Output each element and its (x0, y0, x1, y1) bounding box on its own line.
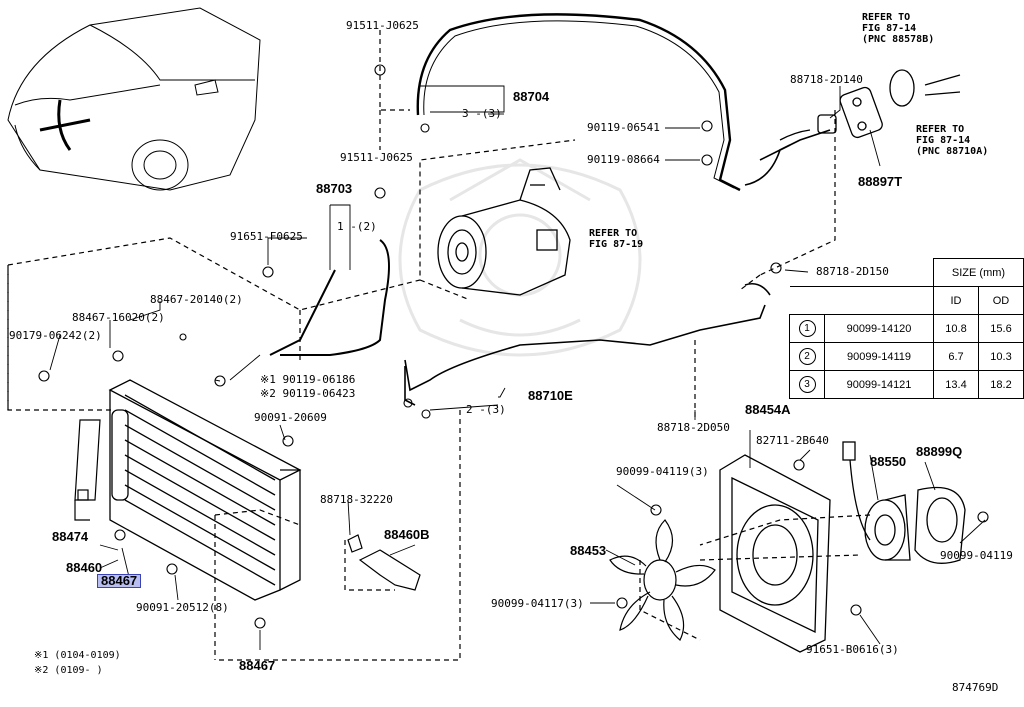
part-88704[interactable]: 88704 (513, 89, 550, 104)
part-88467-20140[interactable]: 88467-20140(2) (150, 293, 243, 306)
part-90119-06423[interactable]: ※2 90119-06423 (260, 387, 356, 400)
row-id: 10.8 (933, 314, 979, 343)
part-88703-ref: 1 -(2) (337, 220, 377, 233)
col-od: OD (978, 286, 1024, 315)
part-88718-2d140[interactable]: 88718-2D140 (790, 73, 863, 86)
boundary-dashes (7, 30, 871, 661)
ref-a-line3: (PNC 88578B) (862, 34, 935, 45)
part-90091-20512[interactable]: 90091-20512(8) (136, 601, 229, 614)
vehicle-illustration (7, 7, 261, 191)
bolts (38, 64, 989, 629)
note-2: ※2 (0109- ) (34, 665, 103, 676)
ref-b-line2: FIG 87-14 (916, 135, 971, 146)
refer-fig-87-19[interactable]: REFER TO FIG 87-19 (589, 228, 643, 250)
part-88460[interactable]: 88460 (66, 560, 103, 575)
suction-hose (269, 239, 390, 356)
part-90119-08664[interactable]: 90119-08664 (587, 153, 660, 166)
part-88899q[interactable]: 88899Q (916, 444, 963, 459)
part-88550[interactable]: 88550 (870, 454, 907, 469)
part-90099-04117[interactable]: 90099-04117(3) (491, 597, 584, 610)
bracket-88460b (347, 534, 421, 591)
row-od: 10.3 (978, 342, 1024, 371)
row-id: 13.4 (933, 370, 979, 399)
table-row: 3 90099-14121 13.4 18.2 (789, 370, 1024, 399)
row-od: 15.6 (978, 314, 1024, 343)
part-88718-2d050[interactable]: 88718-2D050 (657, 421, 730, 434)
part-88467-16020[interactable]: 88467-16020(2) (72, 311, 165, 324)
part-90099-04119[interactable]: 90099-04119 (940, 549, 1013, 562)
compressor (437, 167, 571, 296)
table-row: 2 90099-14119 6.7 10.3 (789, 342, 1024, 371)
part-91511-j0625-top[interactable]: 91511-J0625 (346, 19, 419, 32)
col-id: ID (933, 286, 979, 315)
discharge-hose (416, 13, 741, 192)
refer-fig-87-14-a[interactable]: REFER TO FIG 87-14 (PNC 88578B) (862, 12, 934, 45)
row-part[interactable]: 90099-14119 (824, 342, 934, 371)
refer-fig-87-14-b[interactable]: REFER TO FIG 87-14 (PNC 88710A) (916, 124, 988, 157)
part-90099-04119-3[interactable]: 90099-04119(3) (616, 465, 709, 478)
part-88703[interactable]: 88703 (316, 181, 353, 196)
table-row: 1 90099-14120 10.8 15.6 (789, 314, 1024, 343)
ref-c-line2: FIG 87-19 (589, 239, 644, 250)
watermark-emblem (398, 158, 642, 357)
part-88467-bottom[interactable]: 88467 (239, 658, 276, 673)
part-88897t[interactable]: 88897T (858, 174, 903, 189)
row-mark: 1 (798, 320, 816, 337)
part-91651-f0625[interactable]: 91651-F0625 (230, 230, 303, 243)
ref-c-line1: REFER TO (589, 228, 638, 239)
ref-a-line2: FIG 87-14 (862, 23, 917, 34)
liquid-tube (404, 129, 831, 406)
row-od: 18.2 (978, 370, 1024, 399)
row-part[interactable]: 90099-14121 (824, 370, 934, 399)
size-table-header: SIZE (mm) (789, 258, 1024, 287)
part-91651-b0616[interactable]: 91651-B0616(3) (806, 643, 899, 656)
part-90119-06186[interactable]: ※1 90119-06186 (260, 373, 356, 386)
fan-motor (842, 441, 911, 561)
note-1: ※1 (0104-0109) (34, 650, 121, 661)
part-88453[interactable]: 88453 (570, 543, 607, 558)
part-90179-06242[interactable]: 90179-06242(2) (9, 329, 102, 342)
motor-plate (914, 486, 966, 564)
fan-blades (609, 519, 716, 641)
condenser (108, 379, 302, 601)
part-88718-32220[interactable]: 88718-32220 (320, 493, 393, 506)
part-91511-j0625-mid[interactable]: 91511-J0625 (340, 151, 413, 164)
part-88454a[interactable]: 88454A (745, 402, 791, 417)
size-table: SIZE (mm) ID OD 1 90099-14120 10.8 15.6 … (789, 258, 1024, 399)
row-mark: 3 (798, 376, 816, 393)
row-part[interactable]: 90099-14120 (824, 314, 934, 343)
row-id: 6.7 (933, 342, 979, 371)
receiver-bracket (74, 419, 101, 521)
part-90119-06541[interactable]: 90119-06541 (587, 121, 660, 134)
part-88474[interactable]: 88474 (52, 529, 89, 544)
row-mark: 2 (798, 348, 816, 365)
size-table-title: SIZE (mm) (933, 258, 1024, 287)
fan-shroud (719, 454, 831, 653)
part-88710e[interactable]: 88710E (528, 388, 573, 403)
figure-id: 874769D (952, 681, 999, 694)
ref-b-line1: REFER TO (916, 124, 965, 135)
size-table-colheads: ID OD (789, 286, 1024, 315)
part-90091-20609[interactable]: 90091-20609 (254, 411, 327, 424)
ref-a-line1: REFER TO (862, 12, 911, 23)
ref-b-line3: (PNC 88710A) (916, 146, 989, 157)
part-82711-2b640[interactable]: 82711-2B640 (756, 434, 829, 447)
part-88704-ref: 3 -(3) (462, 107, 502, 120)
leader-lines (49, 85, 986, 650)
part-88710e-ref: 2 -(3) (466, 403, 506, 416)
part-88467-highlighted[interactable]: 88467 (97, 574, 142, 588)
expansion-valve-fittings (779, 69, 961, 141)
part-88460b[interactable]: 88460B (384, 527, 430, 542)
